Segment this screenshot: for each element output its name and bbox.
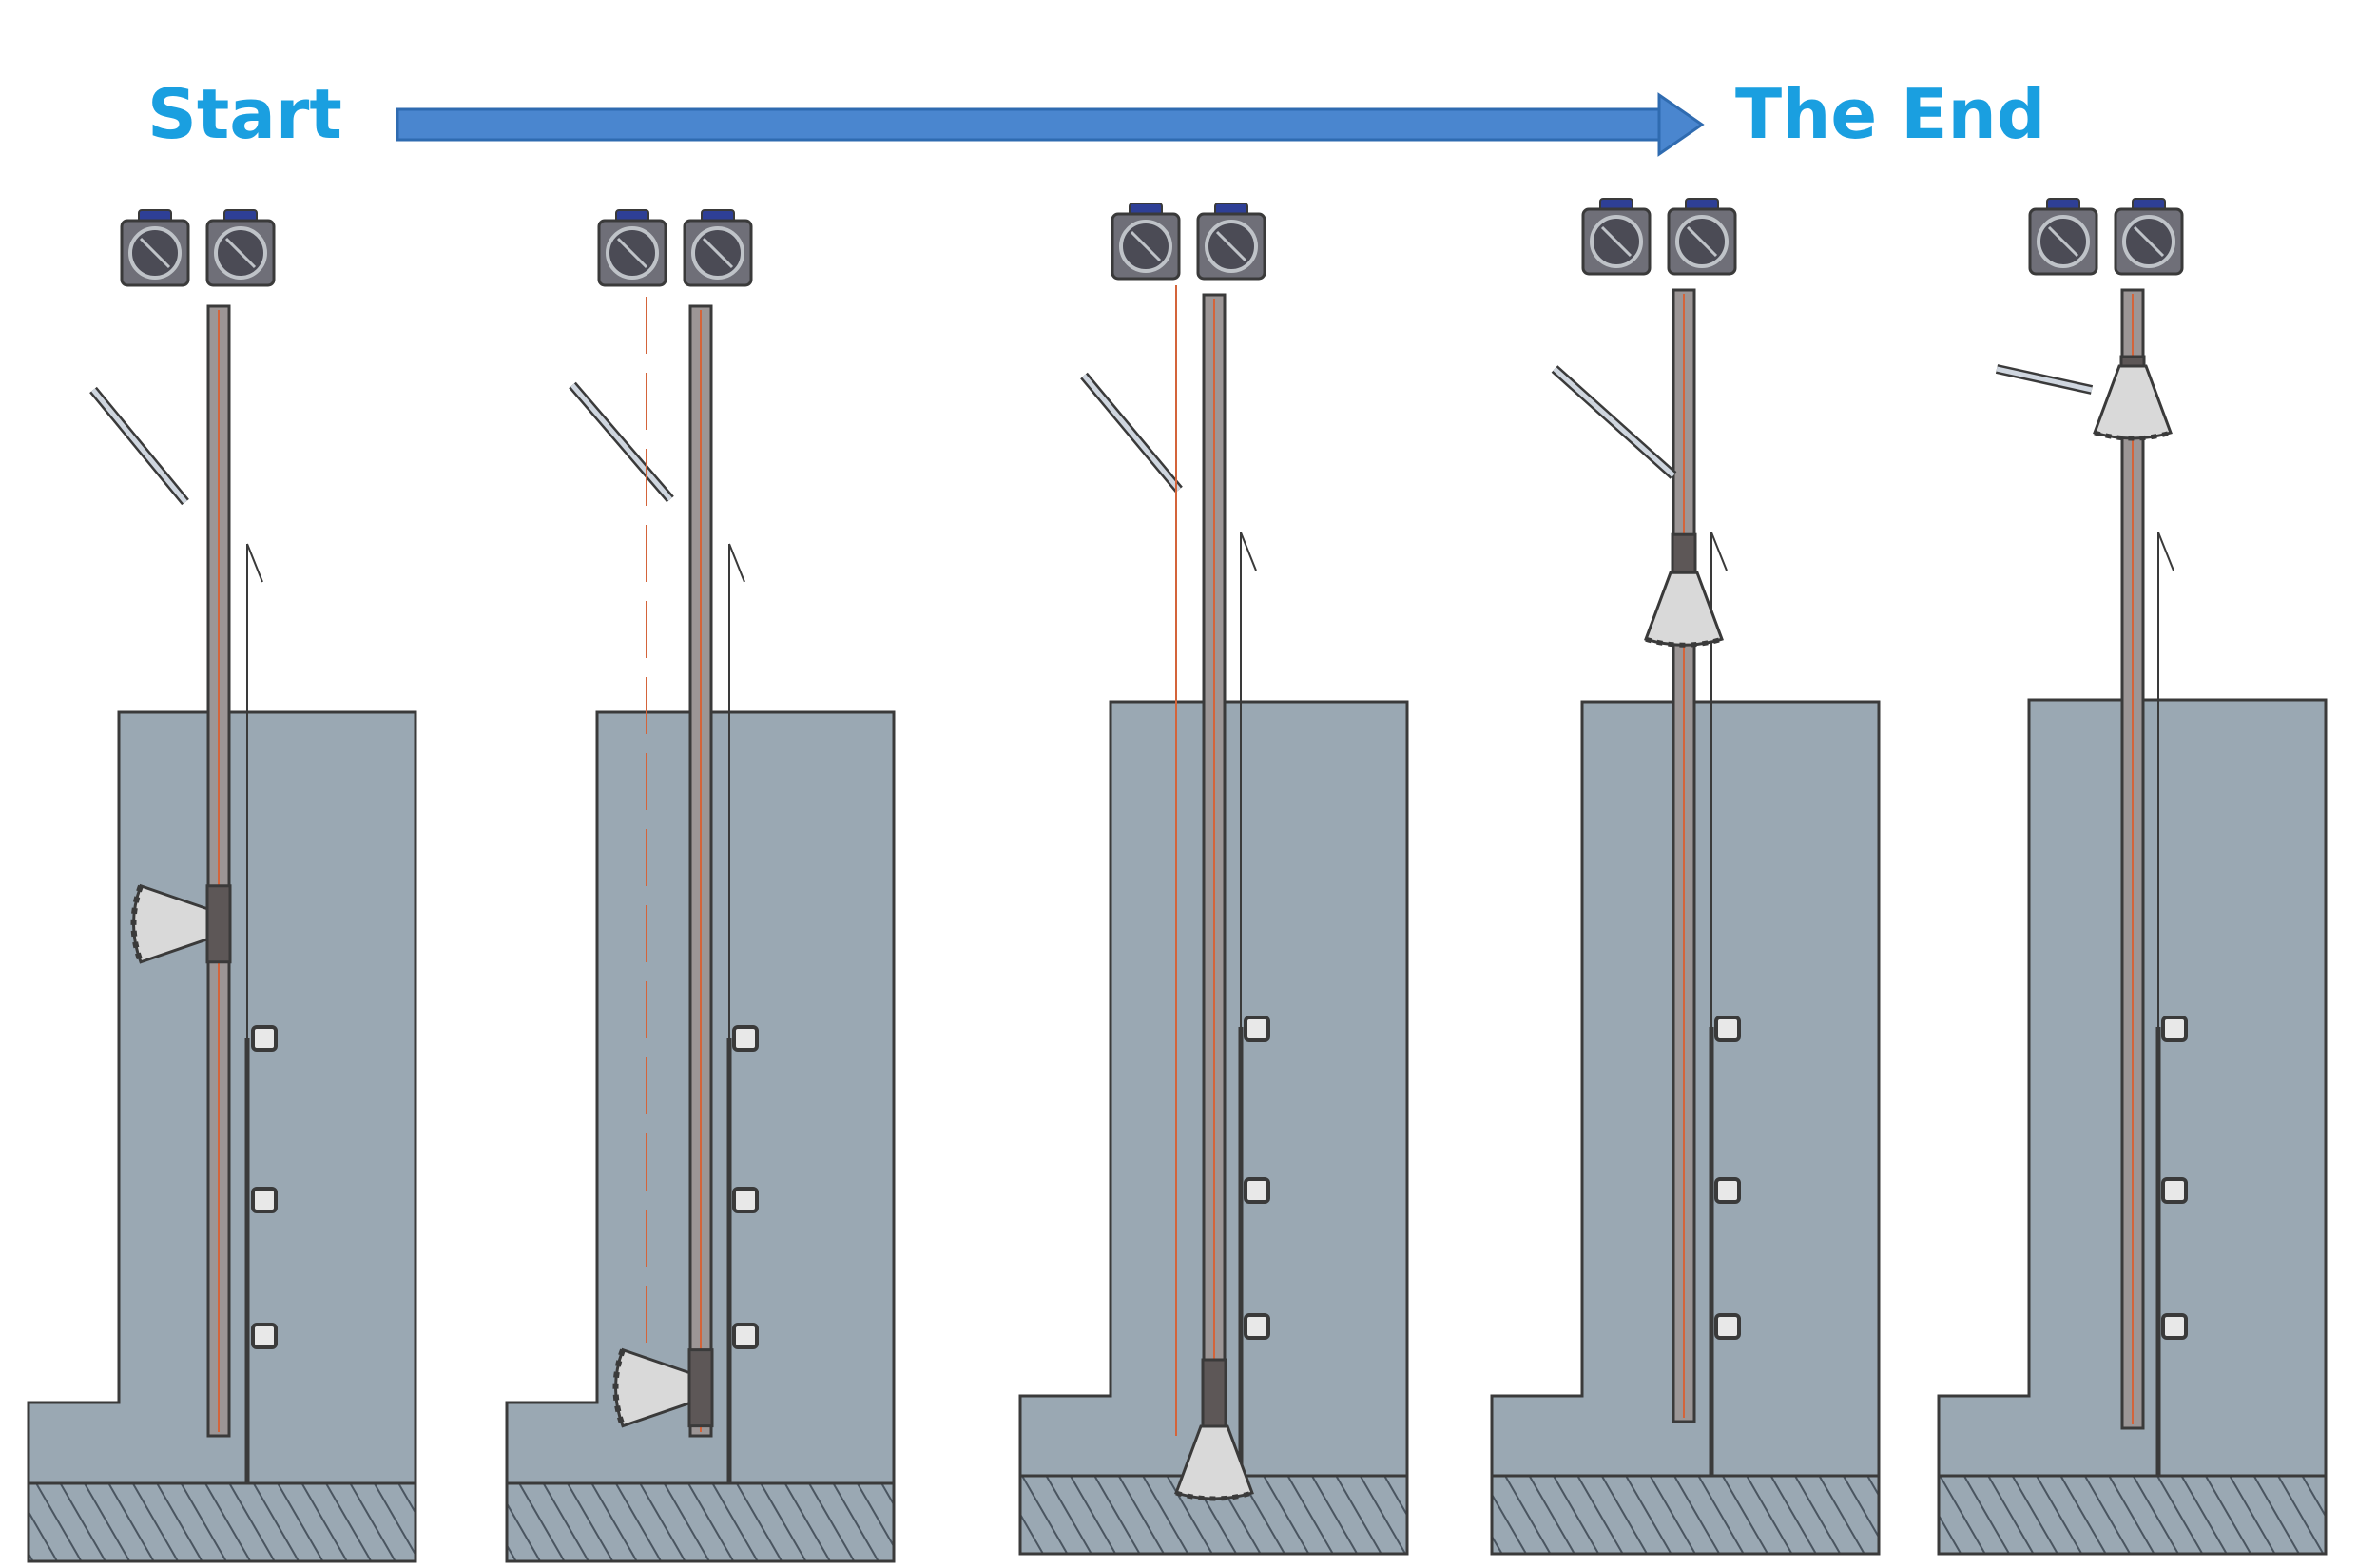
anchor-bracket-icon — [1244, 1016, 1270, 1042]
inclined-jib-highlight — [570, 383, 672, 501]
motor-unit-icon — [1667, 198, 1737, 276]
stage-panel — [27, 209, 417, 1563]
anchor-bracket-icon — [1714, 1313, 1741, 1340]
guide-hook — [246, 543, 263, 583]
anchor-bracket-icon — [1714, 1016, 1741, 1042]
motor-unit-icon — [683, 209, 753, 287]
inclined-jib-highlight — [1082, 374, 1181, 492]
start-label: Start — [147, 74, 342, 154]
motor-unit-icon — [1581, 198, 1652, 276]
guide-hook — [728, 543, 745, 583]
anchor-bracket-icon — [732, 1323, 759, 1349]
stage-panel — [1490, 198, 1881, 1556]
progress-arrow-head — [1657, 92, 1705, 157]
anchor-bracket-icon — [1244, 1313, 1270, 1340]
inclined-jib-highlight — [1553, 367, 1675, 477]
guide-hook — [1710, 532, 1728, 571]
anchor-bracket-icon — [2161, 1313, 2188, 1340]
motor-unit-icon — [1111, 203, 1181, 281]
anchor-bracket-icon — [251, 1025, 278, 1052]
footing-hatch — [27, 1481, 417, 1563]
stage-panel — [505, 209, 896, 1563]
motor-unit-icon — [597, 209, 667, 287]
cutter-head-icon — [1644, 571, 1724, 648]
end-label: The End — [1735, 74, 2046, 154]
guide-hook — [2157, 532, 2174, 571]
anchor-bracket-icon — [732, 1025, 759, 1052]
anchor-bracket-icon — [2161, 1177, 2188, 1204]
cutter-head-icon — [1174, 1424, 1254, 1501]
anchor-bracket-icon — [251, 1323, 278, 1349]
anchor-bracket-icon — [732, 1187, 759, 1213]
cutter-head-icon — [130, 883, 209, 964]
guide-hook — [1240, 532, 1257, 571]
anchor-bracket-icon — [1714, 1177, 1741, 1204]
inclined-jib-highlight — [1996, 366, 2093, 393]
motor-unit-icon — [120, 209, 190, 287]
motor-unit-icon — [1196, 203, 1266, 281]
anchor-bracket-icon — [251, 1187, 278, 1213]
progress-arrow — [396, 92, 1705, 157]
anchor-bracket-icon — [2161, 1016, 2188, 1042]
anchor-bracket-icon — [1244, 1177, 1270, 1204]
cutter-head-icon — [612, 1347, 691, 1428]
footing-hatch — [1937, 1474, 2328, 1556]
cutter-carriage — [687, 1348, 714, 1428]
footing-hatch — [505, 1481, 896, 1563]
stage-panel — [1018, 203, 1409, 1556]
motor-unit-icon — [2028, 198, 2098, 276]
cutter-carriage — [205, 884, 232, 964]
footing-hatch — [1490, 1474, 1881, 1556]
cutter-head-icon — [2093, 364, 2173, 441]
motor-unit-icon — [2114, 198, 2184, 276]
stage-panel — [1937, 198, 2328, 1556]
stage-sequence — [27, 198, 2328, 1563]
cutter-carriage — [1201, 1358, 1227, 1438]
motor-unit-icon — [205, 209, 276, 287]
inclined-jib-highlight — [91, 388, 187, 504]
progress-arrow-shaft — [396, 107, 1664, 142]
